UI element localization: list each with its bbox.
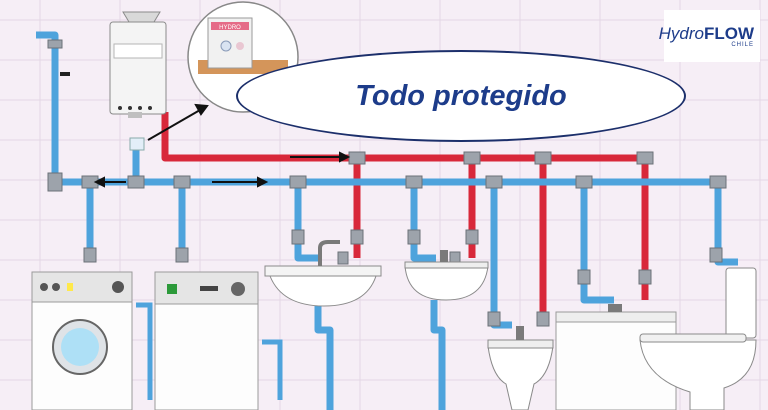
logo-prefix: Hydro (658, 24, 704, 43)
water-heater-icon (109, 11, 167, 151)
logo-wordmark: HydroFLOW (659, 24, 754, 44)
flow-arrow-icon (93, 103, 351, 188)
logo-suffix: FLOW (703, 24, 754, 43)
dishwasher-icon (154, 271, 259, 410)
sink-icon (404, 250, 489, 301)
device-label: HYDRO (219, 25, 241, 31)
dishwasher-hose (262, 339, 283, 400)
washing-machine-icon (31, 271, 133, 410)
pipe-fittings (47, 39, 727, 327)
washer-hose (136, 302, 153, 400)
hydroflow-logo: HydroFLOW CHILE (659, 10, 760, 62)
toilet-icon (639, 267, 757, 410)
sink-icon (264, 240, 382, 307)
title-callout: Todo protegido (236, 50, 686, 142)
valve-stub (60, 72, 70, 76)
page-title: Todo protegido (355, 79, 567, 112)
bidet-icon (487, 326, 554, 410)
logo-country: CHILE (731, 42, 754, 48)
